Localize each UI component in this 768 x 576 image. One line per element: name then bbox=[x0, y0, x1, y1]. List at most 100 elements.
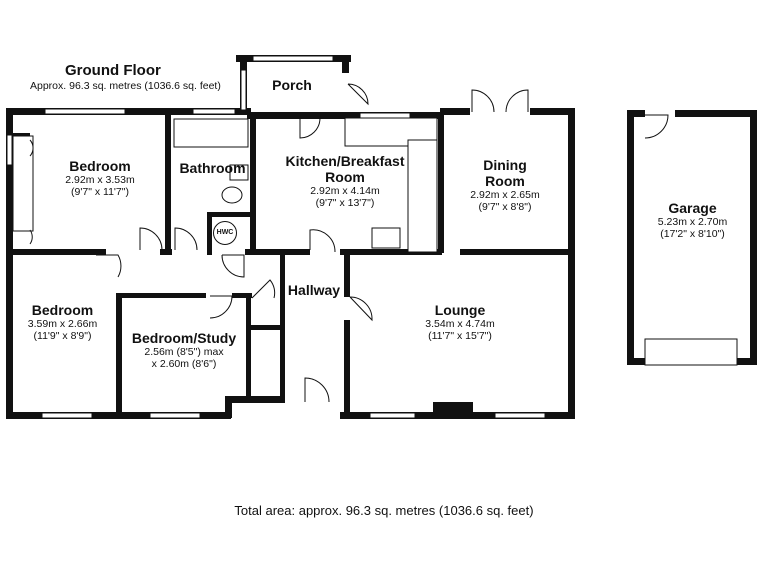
wall-bed1-wardrobe bbox=[10, 133, 30, 136]
room-label-lounge: Lounge 3.54m x 4.74m (11'7" x 15'7") bbox=[400, 302, 520, 342]
room-name: Bedroom bbox=[31, 302, 94, 318]
door-kitchen bbox=[309, 229, 336, 253]
door-bed2 bbox=[96, 254, 122, 278]
window-kitchen bbox=[359, 112, 411, 119]
wall-left bbox=[6, 108, 13, 418]
door-front bbox=[304, 377, 330, 403]
wall-study-top-2 bbox=[232, 293, 252, 298]
room-label-porch: Porch bbox=[262, 77, 322, 93]
wall-bed1-bath bbox=[165, 115, 171, 255]
window-porch-left bbox=[240, 69, 247, 111]
window-bath bbox=[192, 108, 236, 115]
kitchen-worktop bbox=[344, 117, 438, 147]
garage-wall-top-2 bbox=[675, 110, 757, 117]
room-dim-imperial: (17'2" x 8'10") bbox=[660, 228, 725, 241]
room-label-bedroom1: Bedroom 2.92m x 3.53m (9'7" x 11'7") bbox=[45, 158, 155, 198]
door-bed1 bbox=[139, 227, 163, 251]
door-garage bbox=[644, 114, 669, 139]
door-bed1-wardrobe bbox=[29, 139, 34, 157]
wall-top-kitchen bbox=[247, 112, 444, 119]
door-porch-outer bbox=[347, 83, 369, 106]
chimney bbox=[433, 402, 473, 414]
floor-approx-area: Approx. 96.3 sq. metres (1036.6 sq. feet… bbox=[30, 80, 221, 92]
kitchen-worktop-2 bbox=[407, 139, 438, 253]
door-cupboard bbox=[251, 279, 276, 299]
wall-lounge-left-2 bbox=[344, 320, 350, 418]
door-bed1-wardrobe-2 bbox=[29, 229, 33, 245]
garage-wall-bottom bbox=[627, 358, 647, 365]
door-bath bbox=[174, 227, 198, 251]
room-label-kitchen: Kitchen/Breakfast Room 2.92m x 4.14m (9'… bbox=[270, 153, 420, 209]
garage-wall-bottom-2 bbox=[737, 358, 757, 365]
wall-top-dining bbox=[440, 108, 470, 115]
room-dim: 5.23m x 2.70m bbox=[657, 216, 728, 229]
room-name: Kitchen/Breakfast bbox=[285, 153, 405, 169]
room-name: Bedroom bbox=[69, 158, 131, 174]
door-lounge bbox=[349, 296, 373, 322]
room-dim: 2.92m x 2.65m bbox=[470, 189, 540, 202]
room-name: Lounge bbox=[434, 302, 486, 318]
room-name: Dining bbox=[483, 157, 527, 173]
wall-mid-horizontal bbox=[6, 249, 106, 255]
wall-study-right bbox=[246, 293, 251, 403]
wall-bed2-study bbox=[116, 293, 122, 418]
window-bed2 bbox=[41, 412, 93, 419]
kitchen-hob bbox=[371, 227, 401, 249]
wall-cupboard bbox=[246, 325, 280, 330]
room-dim: 2.92m x 3.53m bbox=[65, 174, 135, 187]
room-label-hallway: Hallway bbox=[282, 282, 346, 298]
window-bed1-side bbox=[6, 134, 13, 166]
room-name-2: Room bbox=[325, 169, 365, 186]
room-dim-imperial: (11'9" x 8'9") bbox=[33, 330, 92, 343]
room-dim: 3.54m x 4.74m bbox=[425, 318, 495, 331]
window-study bbox=[149, 412, 201, 419]
room-name: Porch bbox=[272, 77, 312, 93]
hot-water-cylinder: HWC bbox=[213, 221, 237, 245]
wall-porch-right bbox=[342, 55, 349, 73]
wall-mid-horizontal-2 bbox=[160, 249, 172, 255]
wall-top-left bbox=[6, 108, 251, 115]
window-lounge-1 bbox=[369, 412, 416, 419]
wall-hwc bbox=[207, 212, 212, 255]
room-label-dining: Dining Room 2.92m x 2.65m (9'7" x 8'8") bbox=[455, 157, 555, 213]
door-porch bbox=[299, 117, 321, 139]
wall-bath-kitchen bbox=[250, 115, 256, 255]
wall-mid-horizontal-5 bbox=[460, 249, 575, 255]
window-lounge-2 bbox=[494, 412, 546, 419]
basin bbox=[229, 164, 249, 181]
garage-wall-top bbox=[627, 110, 645, 117]
room-label-bedroom2: Bedroom 3.59m x 2.66m (11'9" x 8'9") bbox=[10, 302, 115, 342]
room-name: Hallway bbox=[287, 282, 341, 298]
wall-top-dining-right bbox=[530, 108, 575, 115]
room-name: Garage bbox=[668, 200, 717, 216]
door-dining-l bbox=[471, 89, 495, 113]
wall-bottom-lounge bbox=[340, 412, 575, 419]
wall-mid-horizontal-3 bbox=[245, 249, 310, 255]
room-dim-imperial: (9'7" x 8'8") bbox=[478, 201, 532, 214]
room-name: Bedroom/Study bbox=[131, 330, 237, 346]
room-label-bathroom: Bathroom bbox=[175, 160, 250, 176]
wall-lounge-left bbox=[344, 255, 350, 297]
bath-tub bbox=[173, 118, 249, 148]
door-study bbox=[209, 295, 233, 319]
wall-kitchen-dining bbox=[438, 115, 444, 253]
garage-wall-right bbox=[750, 110, 757, 365]
room-name: Bathroom bbox=[179, 160, 246, 176]
wall-right bbox=[568, 108, 575, 418]
door-hwc bbox=[221, 254, 245, 278]
window-porch-top bbox=[252, 55, 334, 62]
toilet bbox=[221, 186, 243, 204]
room-dim-imperial: x 2.60m (8'6") bbox=[151, 358, 217, 371]
wall-hwc-top bbox=[207, 212, 250, 217]
bed1-wardrobe bbox=[12, 135, 34, 232]
window-bed1 bbox=[44, 108, 126, 115]
room-dim: 3.59m x 2.66m bbox=[27, 318, 98, 331]
room-dim: 2.92m x 4.14m bbox=[310, 185, 380, 198]
room-dim-imperial: (9'7" x 11'7") bbox=[71, 186, 129, 199]
garage-wall-left bbox=[627, 110, 634, 365]
door-dining-r bbox=[505, 89, 529, 113]
wall-bottom-step bbox=[225, 396, 232, 418]
room-dim-imperial: (11'7" x 15'7") bbox=[428, 330, 492, 343]
room-name-2: Room bbox=[485, 173, 525, 190]
